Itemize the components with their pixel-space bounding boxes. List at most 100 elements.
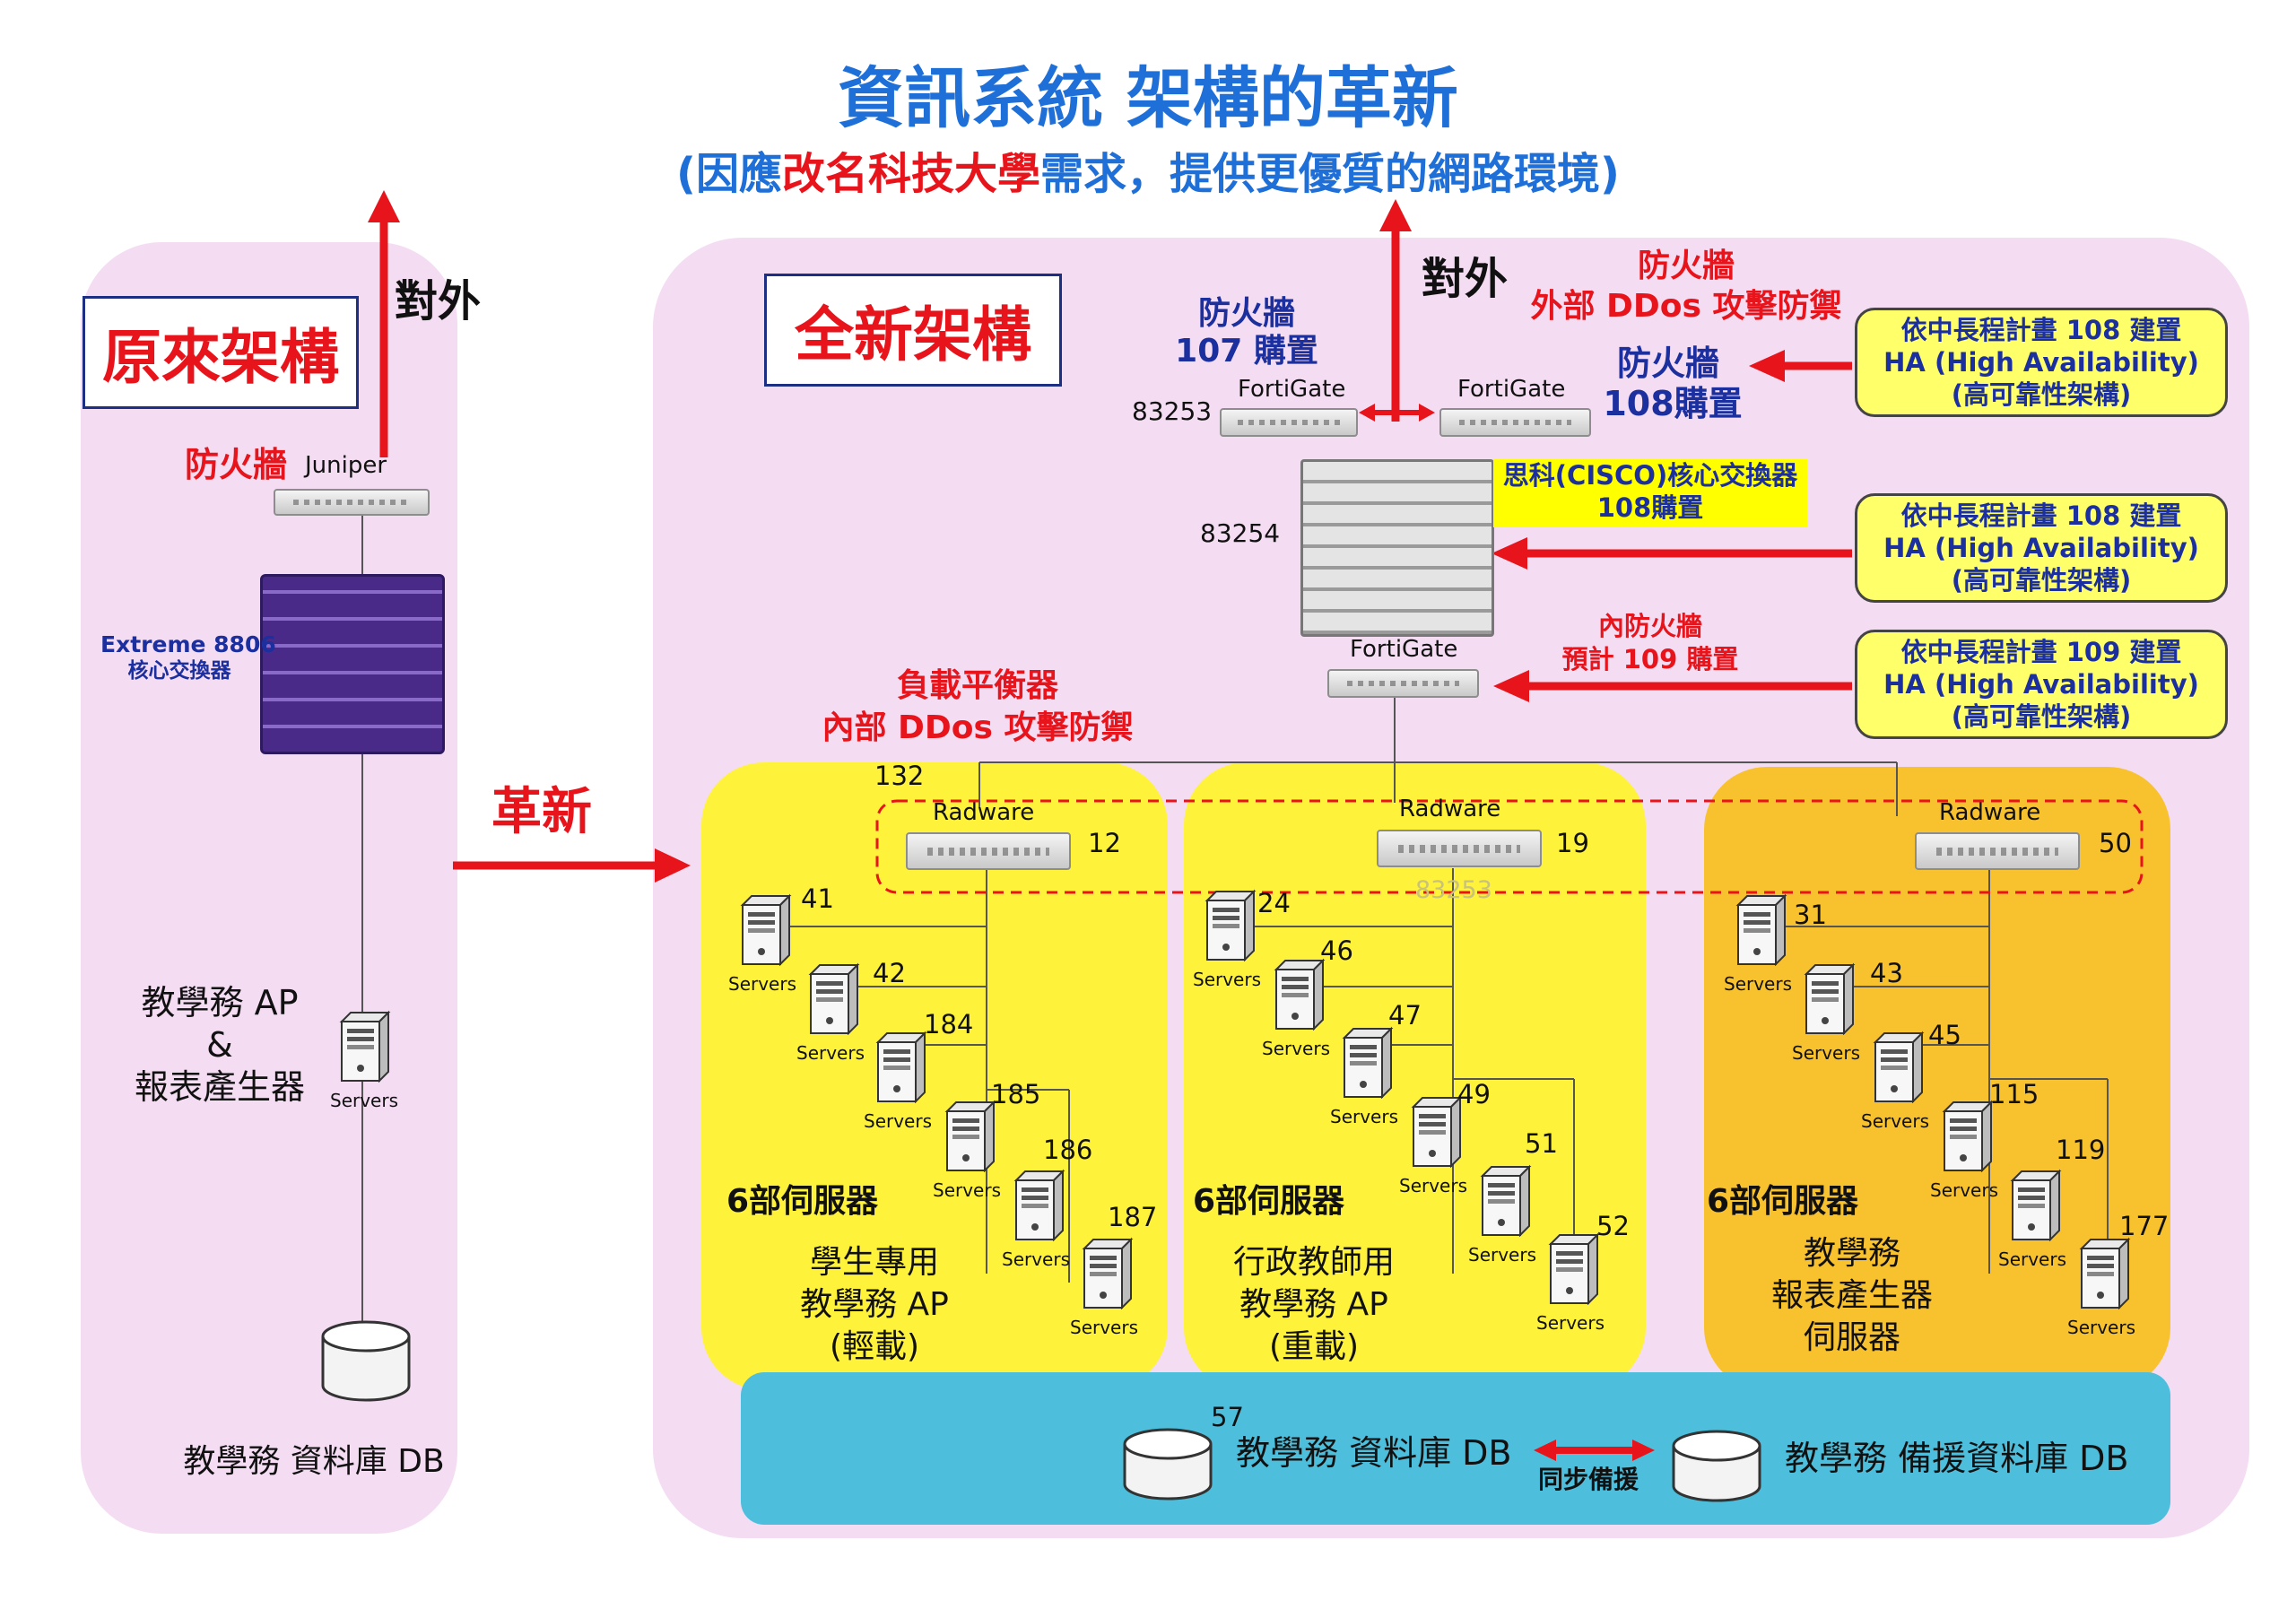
legacy-switch-desc: 核心交換器 (127, 659, 231, 683)
server-tower-icon (1342, 1026, 1394, 1100)
radware-2-label: Radware (1399, 796, 1501, 822)
server-tower-icon (1548, 1232, 1600, 1306)
radware-3-label: Radware (1939, 799, 2041, 826)
subtitle-open: (因應 (676, 149, 782, 199)
server-45-icon (1870, 1030, 1926, 1104)
legacy-server-label: Servers (330, 1090, 399, 1111)
server-43-id: 43 (1870, 958, 1903, 988)
server-tower-icon (1013, 1169, 1065, 1242)
server-tower-icon (1411, 1095, 1463, 1169)
server-115-id: 115 (1989, 1079, 2039, 1109)
server-tower-icon (339, 1010, 391, 1083)
group-1-count: 6部伺服器 (726, 1183, 879, 1220)
server-49-icon (1408, 1094, 1464, 1169)
server-tower-icon (808, 962, 860, 1036)
db-id: 57 (1211, 1402, 1244, 1432)
server-tower-icon (1735, 893, 1787, 967)
server-41-icon (737, 892, 793, 967)
radware-1-id: 12 (1088, 828, 1121, 858)
core-switch-label: 思科(CISCO)核心交換器 108購置 (1493, 459, 1807, 527)
ext-fw-desc: 外部 DDos 攻擊防禦 (1530, 288, 1842, 325)
server-tower-icon (2010, 1169, 2062, 1242)
server-tower-icon (740, 893, 792, 967)
legacy-switch-name: Extreme 8806 (100, 631, 276, 657)
server-49-id: 49 (1457, 1079, 1491, 1109)
server-tower-icon (1942, 1100, 1994, 1173)
legacy-firewall-label: 防火牆 (185, 445, 288, 484)
fw2-title: 防火牆 (1616, 344, 1719, 383)
fw1-title: 防火牆 (1197, 295, 1295, 332)
transition-label: 革新 (491, 783, 592, 841)
radware-device-2 (1377, 830, 1542, 867)
server-177-icon (2076, 1236, 2132, 1310)
core-switch-id: 83254 (1200, 518, 1281, 548)
server-184-icon (873, 1030, 928, 1104)
server-42-icon (805, 961, 861, 1036)
page-subtitle: (因應改名科技大學需求，提供更優質的網路環境) (538, 151, 1758, 198)
server-185-label: Servers (933, 1179, 1002, 1201)
subtitle-rest: 需求，提供更優質的網路環境) (1040, 149, 1620, 199)
server-184-id: 184 (924, 1009, 974, 1040)
ha-box-1-line2: HA (High Availability) (1883, 346, 2199, 378)
server-51-icon (1477, 1163, 1533, 1238)
group-2-count: 6部伺服器 (1193, 1183, 1345, 1220)
server-tower-icon (1873, 1031, 1925, 1104)
server-43-label: Servers (1792, 1042, 1861, 1064)
server-49-label: Servers (1399, 1175, 1468, 1196)
server-tower-icon (1274, 958, 1326, 1031)
fw1-brand: FortiGate (1238, 376, 1346, 403)
ha-box-1-line3: (高可靠性架構) (1951, 379, 2132, 411)
radware-1-label: Radware (933, 799, 1035, 826)
fortigate-inner-firewall (1327, 669, 1479, 698)
server-24-label: Servers (1193, 969, 1262, 990)
new-external-label: 對外 (1422, 254, 1509, 304)
database-cylinders (321, 1320, 1761, 1502)
server-47-icon (1339, 1025, 1395, 1100)
server-51-label: Servers (1468, 1244, 1537, 1266)
radware-device-3 (1915, 832, 2080, 870)
server-31-icon (1733, 892, 1788, 967)
inner-fw-line2: 預計 109 購置 (1561, 644, 1739, 674)
server-tower-icon (1480, 1164, 1532, 1238)
ha-box-2-line3: (高可靠性架構) (1951, 565, 2132, 596)
server-24-id: 24 (1257, 888, 1291, 918)
server-42-label: Servers (796, 1042, 865, 1064)
fw2-year: 108購置 (1603, 384, 1743, 423)
ext-fw-title: 防火牆 (1637, 248, 1735, 284)
server-24-icon (1202, 888, 1257, 962)
group-3-desc-line3: 伺服器 (1803, 1319, 1900, 1356)
new-architecture-label: 全新架構 (764, 274, 1062, 387)
server-119-icon (2007, 1168, 2063, 1242)
backup-db-label: 教學務 備援資料庫 DB (1785, 1439, 2129, 1478)
load-balancer-id: 132 (874, 761, 925, 791)
cisco-core-switch (1300, 459, 1494, 637)
server-185-id: 185 (991, 1079, 1041, 1109)
server-45-id: 45 (1928, 1020, 1961, 1050)
fw1-year: 107 購置 (1175, 333, 1318, 370)
ha-box-2-line2: HA (High Availability) (1883, 532, 2199, 563)
extreme-switch-chassis (260, 574, 445, 754)
core-switch-label-line2: 108購置 (1596, 492, 1704, 524)
server-115-icon (1939, 1099, 1995, 1173)
group-1-desc-line1: 學生專用 (809, 1244, 939, 1281)
server-115-label: Servers (1930, 1179, 1999, 1201)
server-46-icon (1271, 957, 1326, 1031)
radware-device-1 (906, 832, 1071, 870)
legacy-firewall-brand: Juniper (305, 452, 387, 479)
server-186-id: 186 (1043, 1135, 1093, 1165)
fortigate-firewall-1 (1220, 408, 1358, 437)
server-41-label: Servers (728, 973, 797, 995)
server-31-label: Servers (1724, 973, 1793, 995)
server-187-id: 187 (1108, 1202, 1158, 1232)
server-45-label: Servers (1861, 1110, 1930, 1132)
sync-label: 同步備援 (1538, 1465, 1639, 1494)
ha-box-3: 依中長程計畫 109 建置 HA (High Availability) (高可… (1855, 630, 2228, 739)
load-balancer-ghost-id: 83253 (1415, 876, 1492, 904)
ha-box-1-line1: 依中長程計畫 108 建置 (1900, 314, 2182, 345)
legacy-server-title-amp: & (206, 1025, 233, 1065)
server-52-icon (1545, 1231, 1601, 1306)
radware-2-id: 19 (1556, 828, 1589, 858)
ha-box-2-line1: 依中長程計畫 108 建置 (1900, 500, 2182, 531)
legacy-db-label: 教學務 資料庫 DB (183, 1443, 445, 1480)
